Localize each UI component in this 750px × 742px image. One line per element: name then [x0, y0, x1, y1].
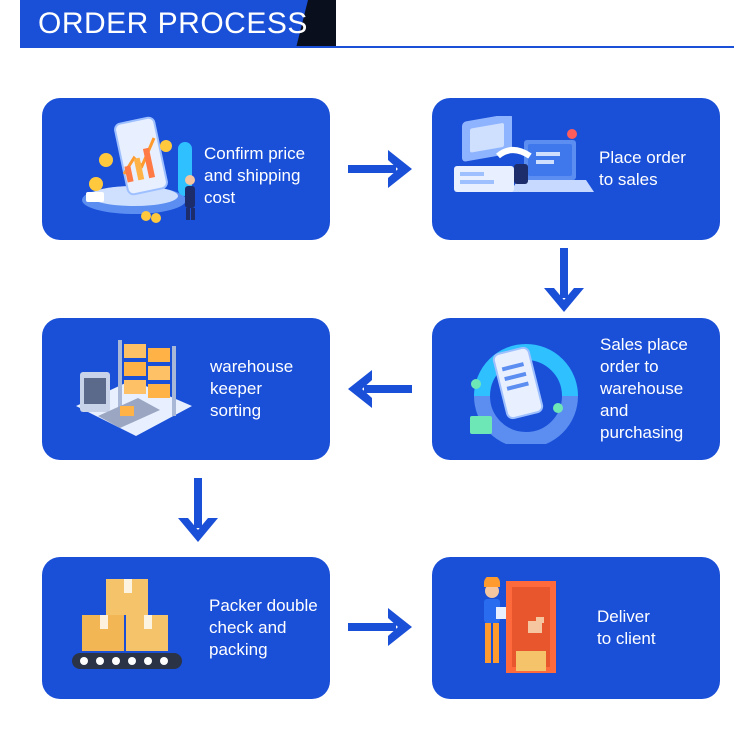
delivery-person-icon — [484, 577, 556, 673]
step-place-order: Place order to sales — [432, 98, 720, 240]
step-label: Confirm price and shipping cost — [204, 144, 306, 207]
phone-checklist-icon — [470, 344, 578, 444]
header-underline — [20, 46, 734, 48]
arrow-right-icon — [348, 150, 412, 188]
arrow-down-icon — [178, 478, 218, 542]
step-label: Sales place order to warehouse and purch… — [600, 335, 688, 442]
price-chart-icon — [82, 116, 195, 223]
step-label: Deliver to client — [597, 607, 656, 648]
step-label: Place order to sales — [599, 148, 686, 189]
page-title: ORDER PROCESS — [38, 7, 308, 40]
step-deliver: Deliver to client — [432, 557, 720, 699]
warehouse-shelves-icon — [76, 340, 192, 436]
laptop-order-icon — [454, 116, 594, 192]
step-label: warehouse keeper sorting — [210, 357, 294, 420]
arrow-right-icon — [348, 608, 412, 646]
arrow-down-icon — [544, 248, 584, 312]
step-warehouse-sorting: warehouse keeper sorting — [42, 318, 330, 460]
step-confirm-price: Confirm price and shipping cost — [42, 98, 330, 240]
boxes-conveyor-icon — [72, 579, 182, 669]
step-packing: Packer double check and packing — [42, 557, 330, 699]
arrow-left-icon — [348, 370, 412, 408]
step-label: Packer double check and packing — [209, 596, 318, 659]
header-banner — [20, 0, 330, 48]
step-sales-order: Sales place order to warehouse and purch… — [432, 318, 720, 460]
